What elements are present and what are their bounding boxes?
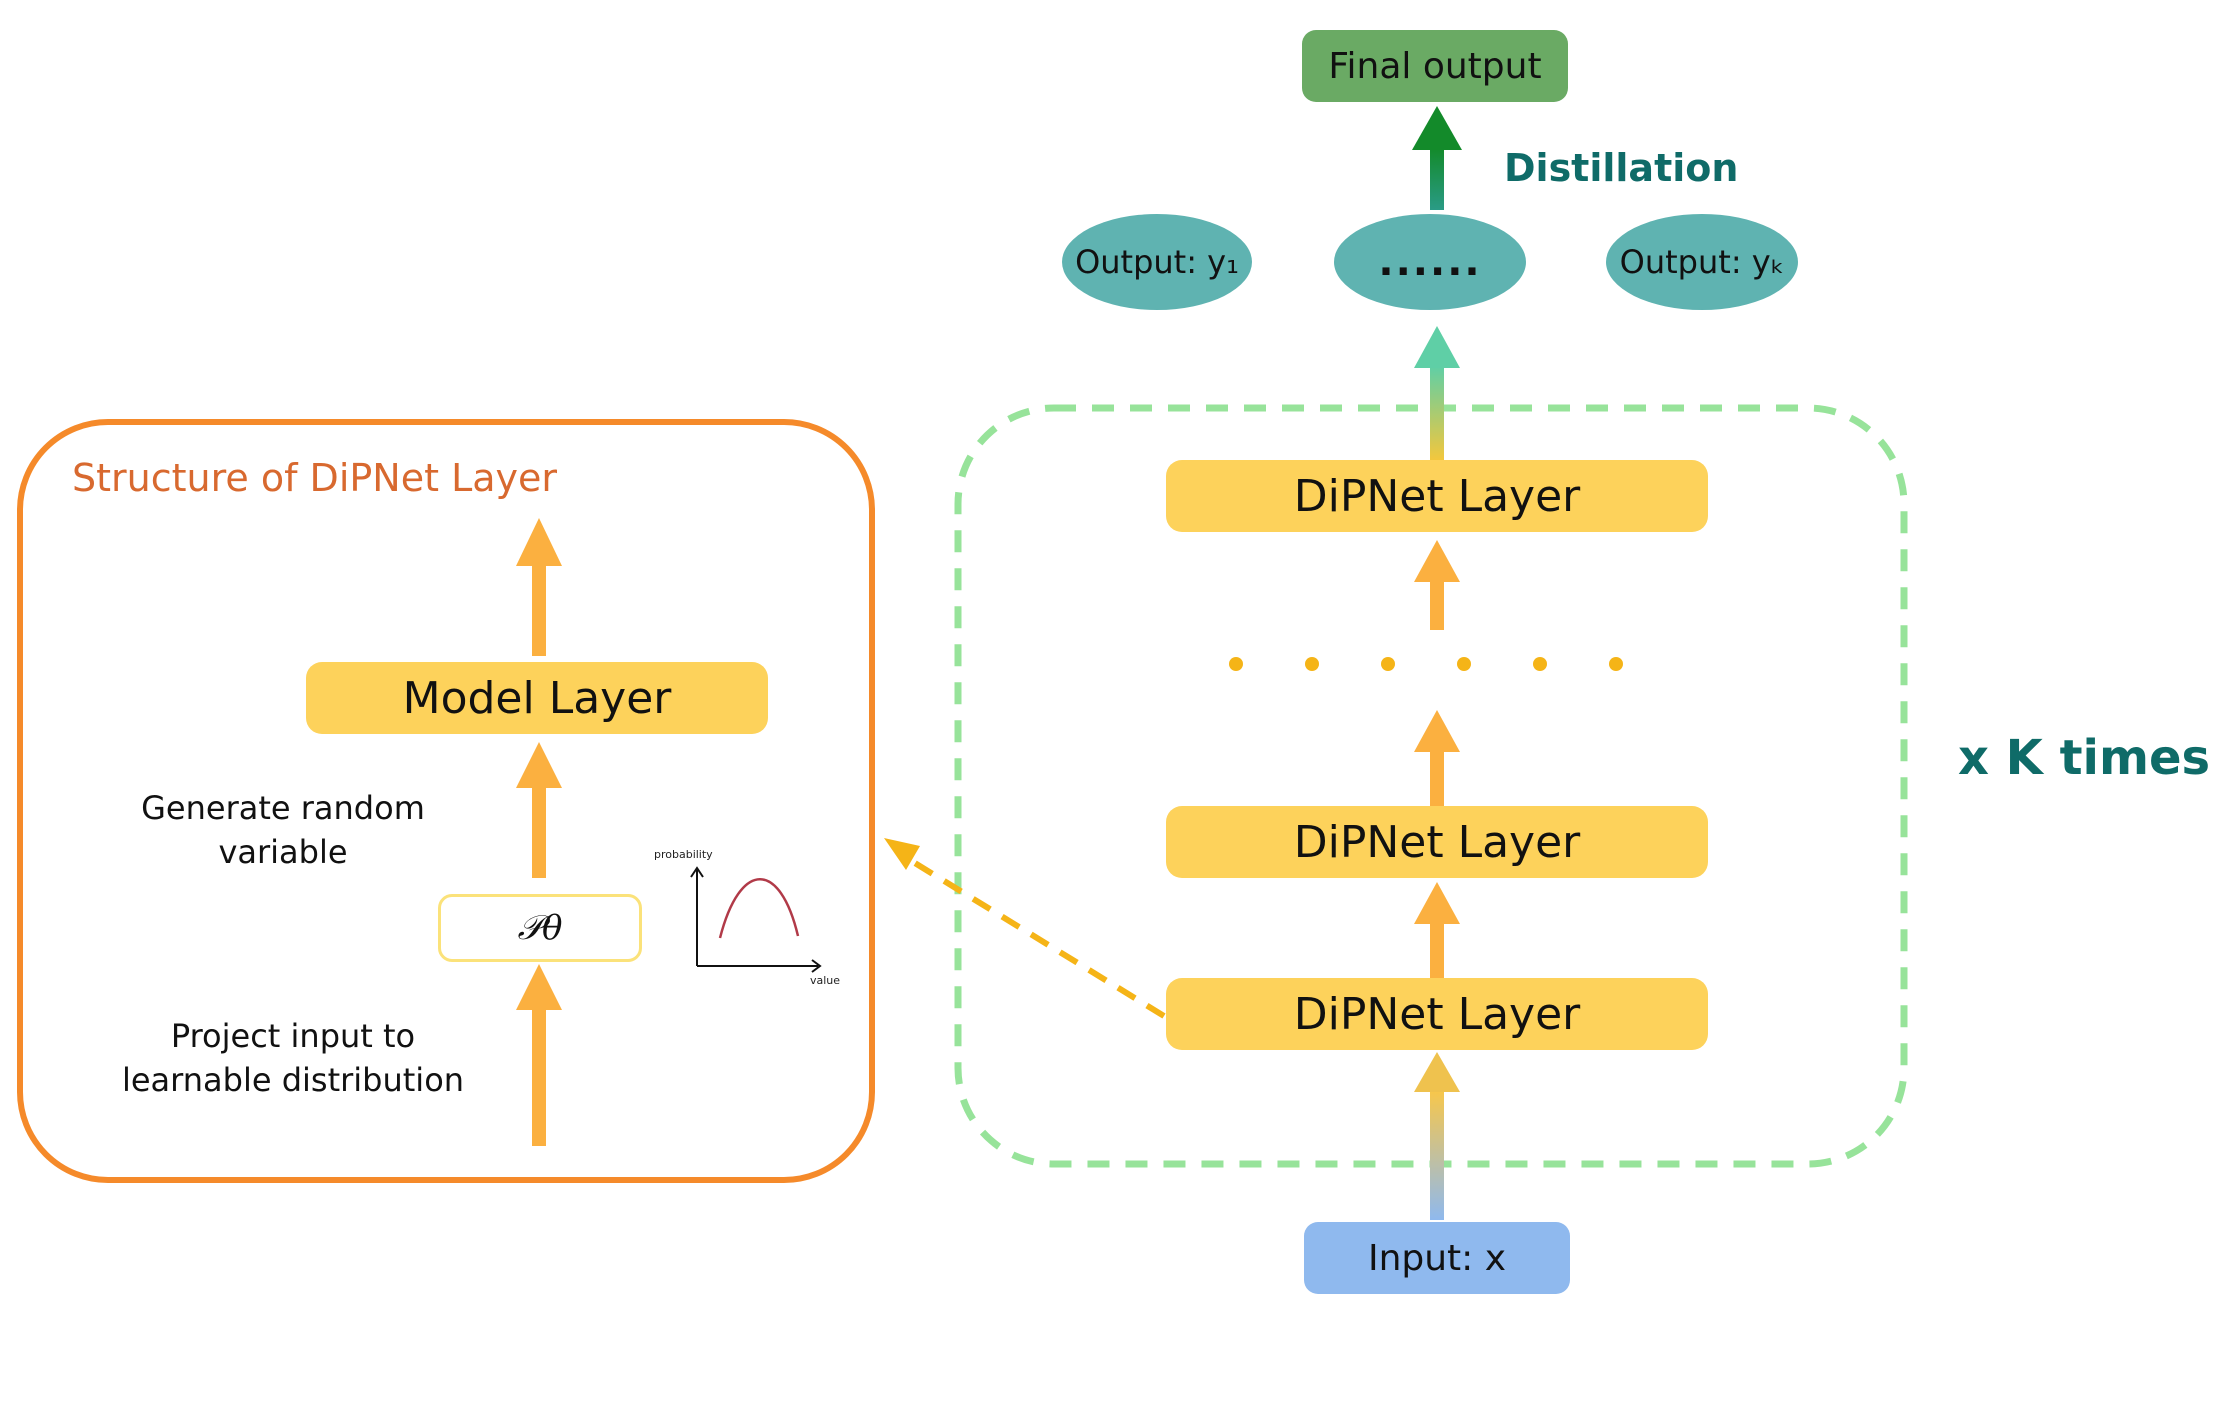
output-y1-ellipse: Output: y₁ <box>1062 214 1252 310</box>
project-input-label: Project input to learnable distribution <box>121 1017 465 1099</box>
output-middle-ellipse: ...... <box>1334 214 1526 310</box>
p-theta-box: 𝒫θ <box>438 894 642 962</box>
model-layer-box: Model Layer <box>306 662 768 734</box>
left-arrow-middle <box>516 742 562 878</box>
arrow-layer-to-dots <box>1414 710 1460 806</box>
arrow-top-layer-to-outputs <box>1414 326 1460 460</box>
distillation-label: Distillation <box>1504 146 1739 190</box>
panel-title: Structure of DiPNet Layer <box>72 456 558 500</box>
arrow-layer-to-layer <box>1414 882 1460 978</box>
layer-ellipsis-dots <box>1229 657 1623 671</box>
arrow-input-to-layer <box>1414 1052 1460 1220</box>
plot-x-axis-label: value <box>810 974 841 987</box>
dipnet-structure-panel <box>17 419 875 1183</box>
plot-y-axis-label: probability <box>654 848 713 861</box>
dipnet-layer-top: DiPNet Layer <box>1166 460 1708 532</box>
dipnet-layer-bottom: DiPNet Layer <box>1166 978 1708 1050</box>
zoom-connector-arrow <box>884 838 1166 1019</box>
final-output-box: Final output <box>1302 30 1568 102</box>
left-arrow-top <box>516 518 562 656</box>
arrow-dots-to-top-layer <box>1414 540 1460 630</box>
left-arrow-bottom <box>516 964 562 1146</box>
dipnet-layer-middle: DiPNet Layer <box>1166 806 1708 878</box>
output-yk-ellipse: Output: yₖ <box>1606 214 1798 310</box>
arrow-distillation <box>1412 106 1462 210</box>
input-x-box: Input: x <box>1304 1222 1570 1294</box>
generate-random-variable-label: Generate random variable <box>141 789 425 871</box>
k-times-label: x K times <box>1958 730 2211 786</box>
distribution-plot <box>690 866 822 973</box>
